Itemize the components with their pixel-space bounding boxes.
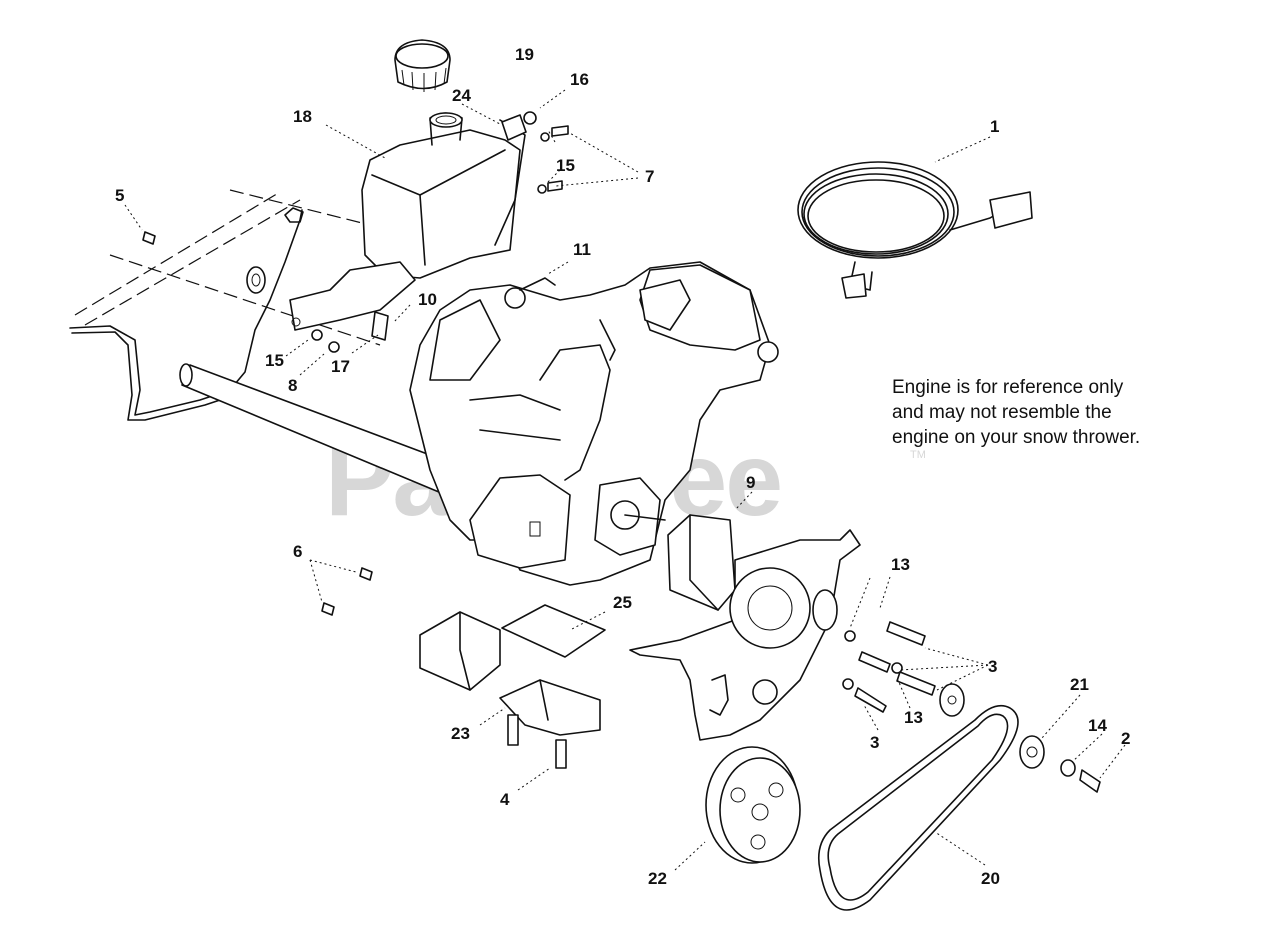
callout-19: 19 <box>515 45 534 64</box>
callout-21: 21 <box>1070 675 1089 694</box>
callout-10: 10 <box>418 290 437 309</box>
note-line-1: Engine is for reference only <box>892 377 1124 398</box>
pulley-cover <box>667 514 736 611</box>
callout-7: 7 <box>645 167 654 186</box>
callout-25: 25 <box>613 593 632 612</box>
callout-5: 5 <box>115 186 124 205</box>
callout-17: 17 <box>331 357 350 376</box>
callout-labels: 1 2 3 3 4 5 6 7 8 9 10 11 13 13 14 15 15… <box>115 45 1130 888</box>
callout-9: 9 <box>746 473 755 492</box>
fuel-tank <box>361 112 526 279</box>
callout-18: 18 <box>293 107 312 126</box>
drive-belt <box>817 704 1019 911</box>
callout-16: 16 <box>570 70 589 89</box>
callout-23: 23 <box>451 724 470 743</box>
auger-pulley <box>705 746 801 864</box>
small-pulley-hardware <box>939 683 1101 793</box>
callout-11: 11 <box>573 240 591 259</box>
tank-fasteners <box>311 111 569 353</box>
extension-cord <box>797 161 1033 299</box>
engine <box>409 261 779 586</box>
callout-6: 6 <box>293 542 302 561</box>
callout-13-upper: 13 <box>891 555 910 574</box>
leader-lines <box>124 89 1126 871</box>
callout-8: 8 <box>288 376 297 395</box>
callout-15-top: 15 <box>556 156 575 175</box>
frame-assembly <box>69 189 381 421</box>
callout-4: 4 <box>500 790 510 809</box>
callout-3-right: 3 <box>988 657 997 676</box>
callout-2: 2 <box>1121 729 1130 748</box>
bolt-hardware <box>842 621 936 713</box>
callout-15-left: 15 <box>265 351 284 370</box>
note-line-2: and may not resemble the <box>892 402 1112 423</box>
callout-22: 22 <box>648 869 667 888</box>
callout-20: 20 <box>981 869 1000 888</box>
gasket-plate <box>501 604 606 658</box>
callout-1: 1 <box>990 117 999 136</box>
fuel-cap <box>394 39 451 92</box>
callout-14: 14 <box>1088 716 1107 735</box>
note-line-3: engine on your snow thrower. <box>892 427 1140 448</box>
callout-24: 24 <box>452 86 471 105</box>
tank-bracket <box>289 261 416 331</box>
callout-3-lower: 3 <box>870 733 879 752</box>
callout-13-lower: 13 <box>904 708 923 727</box>
housing-plate <box>629 529 861 741</box>
watermark-trademark: TM <box>910 449 926 461</box>
mounting-block <box>419 611 501 691</box>
small-bolts <box>142 231 567 769</box>
lower-bracket <box>499 679 601 736</box>
